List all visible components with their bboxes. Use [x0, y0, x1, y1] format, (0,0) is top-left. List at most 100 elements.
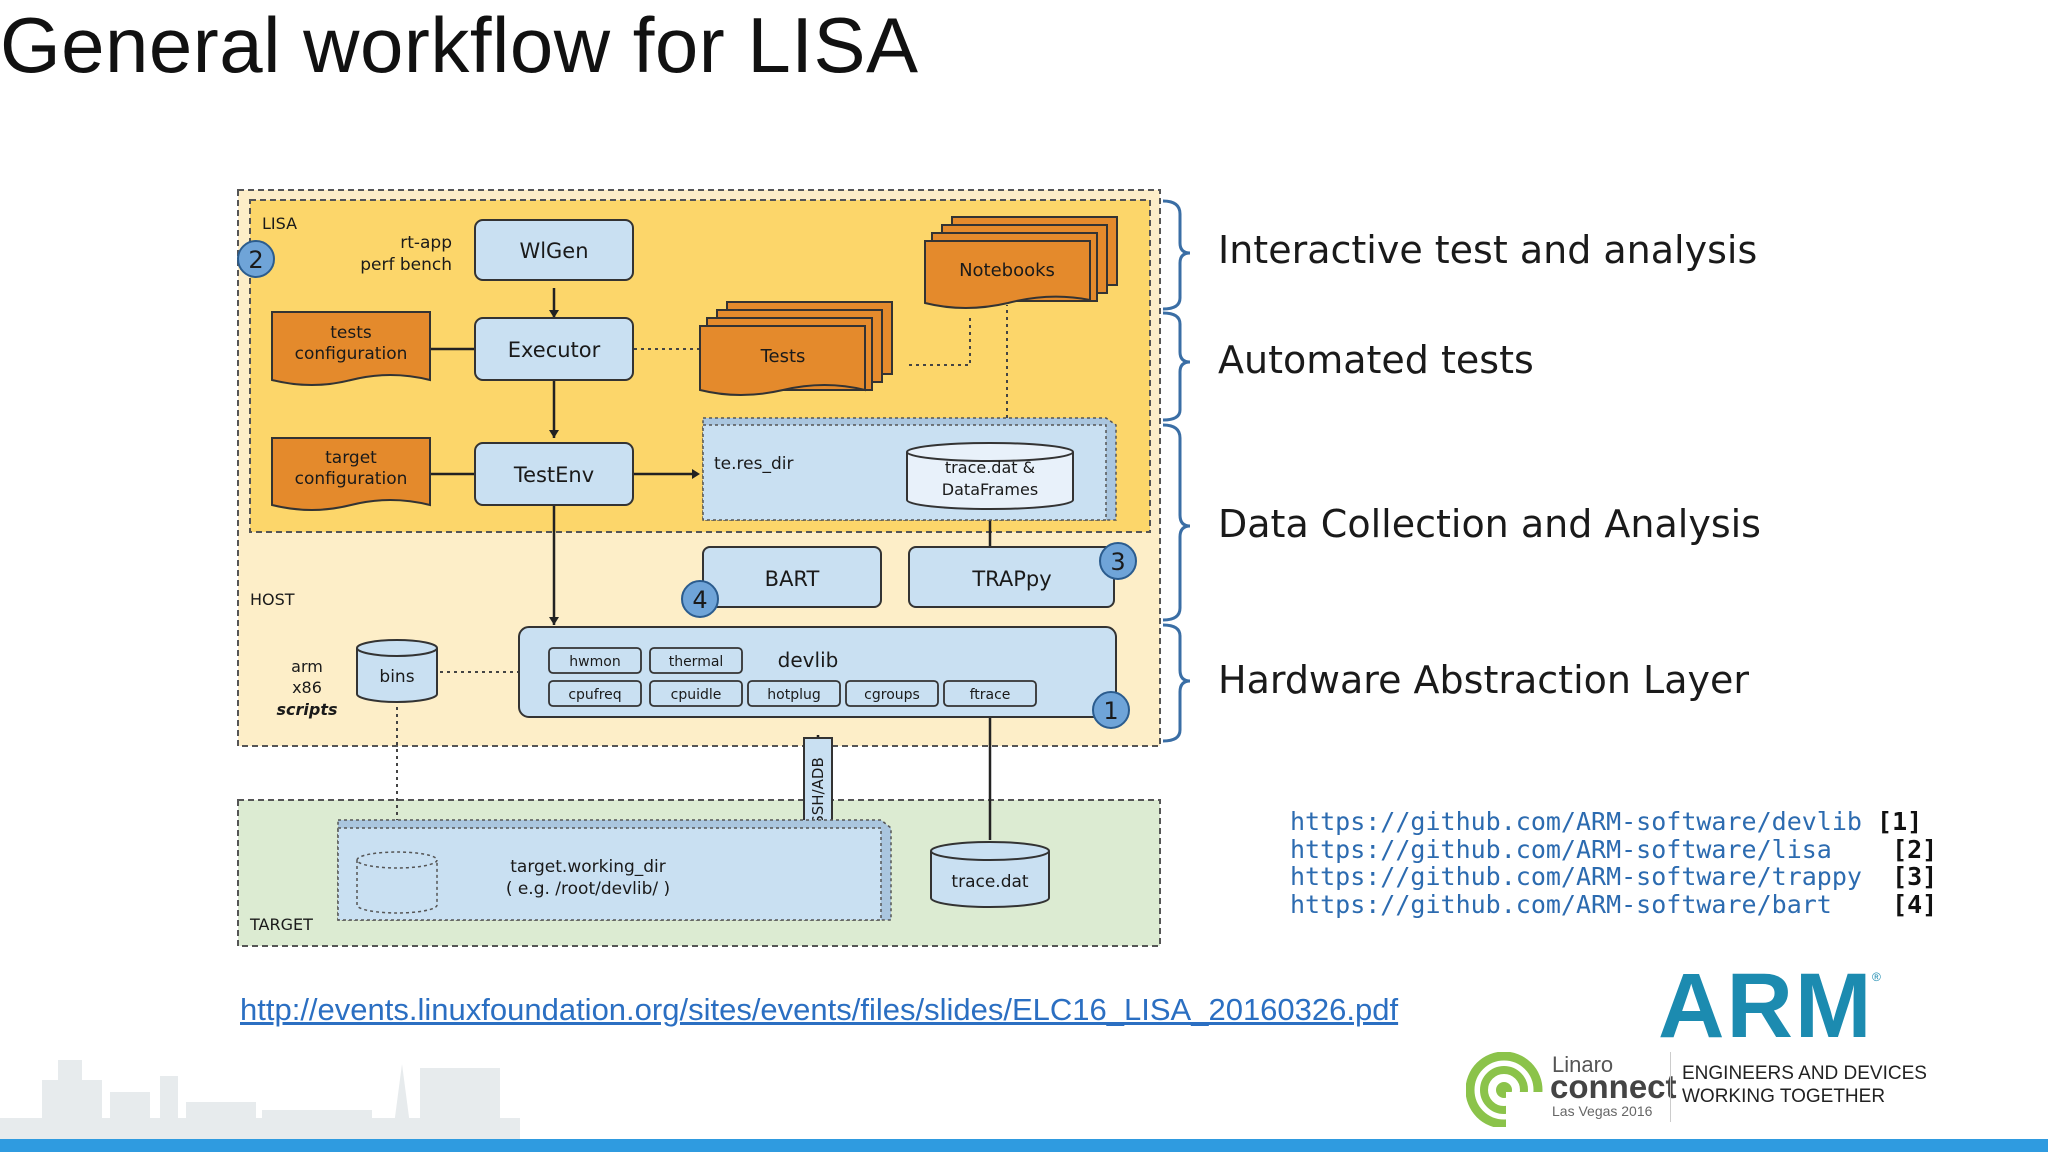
reference-url[interactable]: https://github.com/ARM-software/bart [1290, 889, 1832, 919]
tests-config-line1: tests [330, 323, 372, 343]
notebooks-label: Notebooks [959, 260, 1055, 281]
cpufreq-label: cpufreq [568, 687, 621, 703]
target-working-dir-box [337, 819, 892, 921]
badge-3 [1099, 542, 1137, 580]
rt-app-label: rt-app [400, 233, 452, 253]
hwmon-module [548, 647, 642, 674]
layer-data-collection-label: Data Collection and Analysis [1218, 502, 1761, 546]
arm-label: arm [291, 657, 323, 676]
executor-box [474, 317, 634, 381]
res-dir-label: te.res_dir [714, 454, 793, 474]
badge-4 [681, 580, 719, 618]
thermal-label: thermal [669, 654, 724, 670]
skyline-decoration [0, 1060, 520, 1140]
reference-url[interactable]: https://github.com/ARM-software/devlib [1290, 807, 1862, 836]
ssh-adb-label: SSH/ADB [809, 757, 827, 824]
reference-number: [4] [1892, 889, 1938, 919]
wlgen-label: WlGen [519, 239, 588, 263]
badge-2-number: 2 [248, 246, 263, 274]
tagline-line1: ENGINEERS AND DEVICES [1682, 1063, 1927, 1084]
cpuidle-module [649, 680, 743, 707]
reference-row: https://github.com/ARM-software/trappy [… [1290, 863, 1937, 891]
host-region-label: HOST [250, 590, 295, 609]
reference-url[interactable]: https://github.com/ARM-software/trappy [1290, 862, 1862, 891]
badge-2 [237, 240, 275, 278]
notebooks-tests-return [905, 318, 971, 366]
layer-interactive-label: Interactive test and analysis [1218, 228, 1758, 272]
reference-number: [3] [1892, 862, 1938, 891]
reference-row: https://github.com/ARM-software/bart [4] [1290, 889, 1938, 919]
testenv-label: TestEnv [513, 463, 594, 487]
badge-3-number: 3 [1110, 548, 1125, 576]
target-configuration-doc [271, 437, 431, 511]
lisa-region-label: LISA [262, 214, 297, 233]
notebooks-doc-stack [924, 216, 1118, 309]
working-dir-cylinder [356, 851, 438, 914]
bart-box [702, 546, 882, 608]
target-config-line2: configuration [295, 469, 408, 489]
branding-divider [1670, 1052, 1671, 1122]
cpufreq-module [548, 680, 642, 707]
hwmon-label: hwmon [569, 654, 620, 670]
reference-list: https://github.com/ARM-software/devlib [… [1290, 808, 1937, 918]
reference-url[interactable]: https://github.com/ARM-software/lisa [1290, 834, 1832, 864]
trace-dat-cylinder [930, 841, 1050, 908]
cgroups-label: cgroups [864, 687, 920, 703]
layer-automated-label: Automated tests [1218, 338, 1534, 382]
hotplug-module [747, 680, 841, 707]
arrowhead [549, 617, 559, 625]
bins-cylinder [356, 639, 438, 703]
working-dir-line1: target.working_dir [510, 857, 666, 877]
trace-dat-label: trace.dat [951, 872, 1028, 892]
brace-interactive [1162, 199, 1191, 311]
brace-automated [1162, 311, 1191, 422]
target-config-line1: target [325, 448, 377, 468]
trappy-label: TRAPpy [971, 567, 1051, 591]
slide-title: General workflow for LISA [0, 1, 919, 89]
brace-data-collection [1162, 423, 1191, 622]
arrowhead [549, 310, 559, 318]
thermal-module [649, 647, 743, 674]
reference-number: [2] [1892, 834, 1938, 864]
arrowhead [549, 430, 559, 438]
testenv-box [474, 442, 634, 506]
working-dir-line2: ( e.g. /root/devlib/ ) [506, 879, 670, 899]
wlgen-box [474, 219, 634, 281]
tagline-line2: WORKING TOGETHER [1682, 1086, 1886, 1107]
trace-frames-cylinder [906, 442, 1074, 510]
devlib-label: devlib [778, 648, 839, 672]
arm-logo: ARM [1658, 955, 1874, 1057]
tests-config-line2: configuration [295, 344, 408, 364]
bins-label: bins [379, 667, 414, 687]
tests-label: Tests [760, 346, 806, 367]
hotplug-label: hotplug [767, 687, 820, 703]
linaro-name: Linaro [1552, 1052, 1614, 1077]
scripts-label: scripts [276, 700, 337, 719]
arrowhead [692, 469, 700, 479]
badge-1 [1092, 691, 1130, 729]
linaro-logo-icon [1466, 1052, 1546, 1127]
ftrace-module [943, 680, 1037, 707]
bottom-accent-bar [0, 1139, 2048, 1152]
ftrace-label: ftrace [970, 687, 1011, 703]
linaro-connect-text: connect [1550, 1068, 1677, 1105]
source-link[interactable]: http://events.linuxfoundation.org/sites/… [240, 992, 1399, 1027]
reference-row: https://github.com/ARM-software/lisa [2] [1290, 834, 1938, 864]
tests-configuration-doc [271, 311, 431, 386]
layer-hal-label: Hardware Abstraction Layer [1218, 658, 1749, 702]
trace-frames-line1: trace.dat & [945, 458, 1035, 477]
cpuidle-label: cpuidle [671, 687, 722, 703]
reference-number: [1] [1877, 807, 1923, 836]
x86-label: x86 [292, 678, 322, 697]
bart-label: BART [765, 567, 820, 591]
cgroups-module [845, 680, 939, 707]
perf-bench-label: perf bench [360, 255, 452, 275]
trace-frames-line2: DataFrames [942, 480, 1038, 499]
executor-label: Executor [508, 338, 601, 362]
tests-doc-stack [699, 301, 893, 396]
arm-registered-mark: ® [1872, 970, 1881, 984]
reference-row: https://github.com/ARM-software/devlib [… [1290, 808, 1937, 836]
badge-4-number: 4 [692, 586, 707, 614]
brace-hal [1162, 623, 1191, 743]
